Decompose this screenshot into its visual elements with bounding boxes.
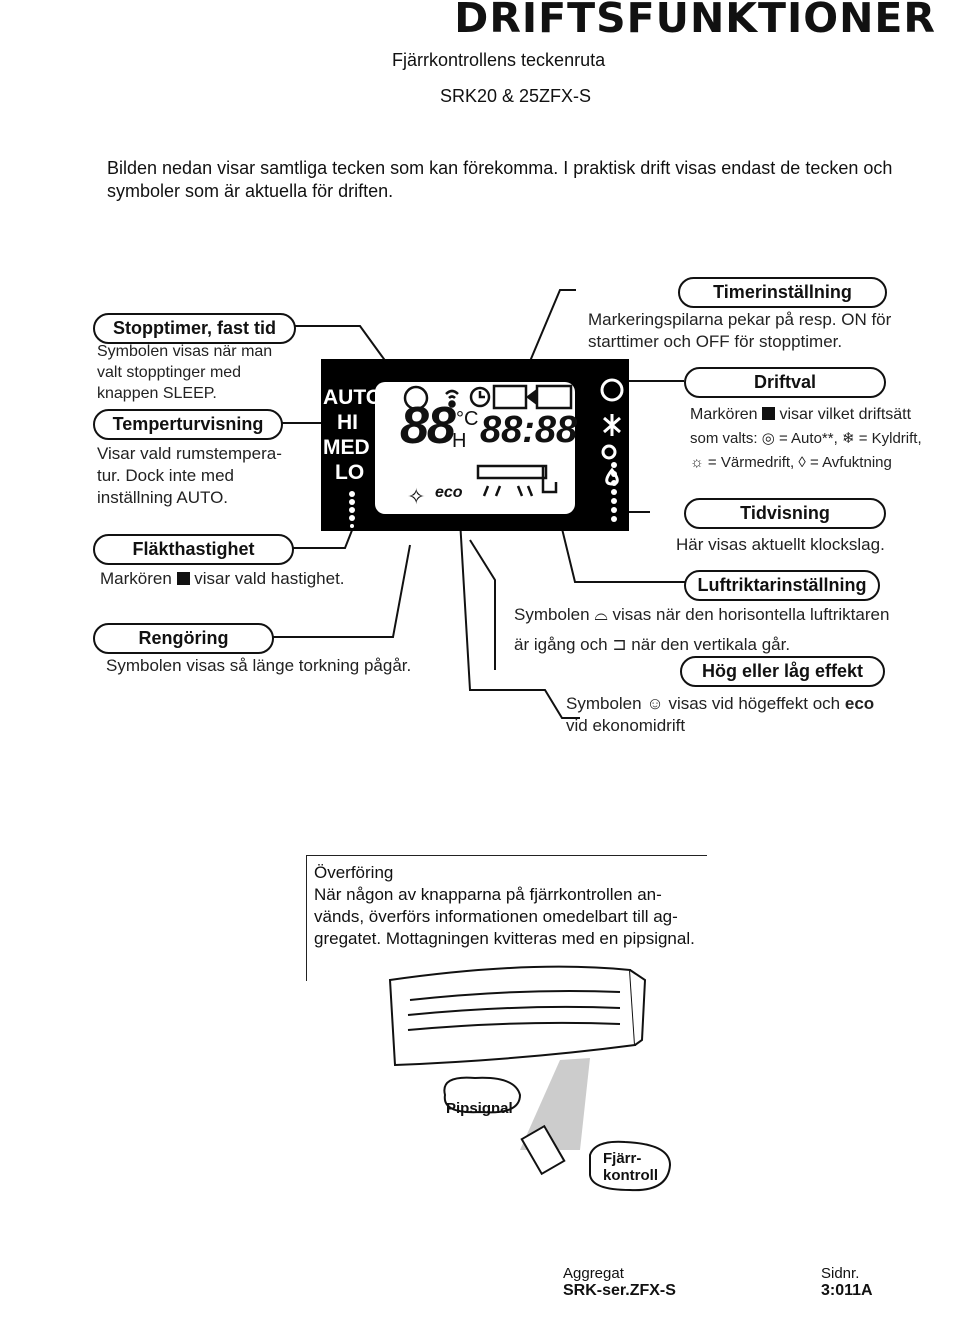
fan-auto-label: AUTO: [323, 386, 383, 409]
model-name: SRK20 & 25ZFX-S: [440, 86, 592, 106]
rengoring-label: Rengöring: [93, 623, 274, 654]
temperatur-label: Temperturvisning: [93, 409, 283, 440]
h-label: H: [452, 430, 467, 452]
off-box: [535, 384, 573, 410]
dry-mode-icon: [605, 467, 619, 486]
vertical-louver-icon: ⊐: [612, 635, 627, 654]
page-title: DRIFTSFUNKTIONER: [454, 0, 936, 42]
signal-icon: [445, 389, 459, 399]
stopptimer-label: Stopptimer, fast tid: [93, 313, 296, 344]
pipsignal-label: Pipsignal: [446, 1100, 513, 1117]
page-subtitle: Fjärrkontrollens teckenruta: [392, 50, 606, 70]
tid-label: Tidvisning: [684, 498, 886, 529]
driftval-text: Markören visar vilket driftsätt som valt…: [690, 406, 922, 471]
fan-hi-label: HI: [337, 411, 358, 434]
rengoring-text: Symbolen visas så länge torkning pågår.: [106, 656, 412, 675]
clock-icon: [469, 386, 491, 408]
high-power-icon: ☺: [646, 694, 664, 713]
timer-text: Markeringspilarna pekar på resp. ON för …: [588, 310, 892, 351]
dry-icon: ◊: [798, 454, 806, 471]
timer-label: Timerinställning: [678, 277, 887, 308]
heat-mode-icon: [601, 444, 617, 460]
ac-unit-illustration: [388, 965, 672, 1192]
flakt-label: Fläkthastighet: [93, 534, 294, 565]
fan-dots-left: [349, 491, 355, 528]
cursor-square-icon: [176, 572, 190, 585]
time-digits: 88:88: [480, 409, 578, 451]
footer-sidnr: Sidnr. 3:011A: [821, 1265, 873, 1300]
aggregat-value: SRK-ser.ZFX-S: [563, 1282, 676, 1299]
auto-icon: ◎: [761, 430, 775, 447]
temp-digits: 88: [400, 397, 456, 455]
temperatur-text: Visar vald rumstempera­tur. Dock inte me…: [97, 444, 282, 507]
sidnr-label: Sidnr.: [821, 1265, 860, 1282]
heat-icon: ☼: [690, 454, 704, 471]
fan-lo-label: LO: [335, 461, 365, 484]
effekt-label: Hög eller låg effekt: [680, 656, 885, 687]
on-box: [492, 384, 528, 410]
lcd-symbols: [403, 384, 573, 497]
sidnr-value: 3:011A: [821, 1282, 873, 1299]
luft-label: Luftriktarinställning: [684, 570, 880, 601]
auto-mode-icon: [600, 378, 624, 402]
fan-speed-labels: AUTO HI MED LO: [323, 385, 382, 485]
cursor-square-icon: [762, 407, 776, 420]
driftval-label: Driftval: [684, 367, 886, 398]
overforing-body: När någon av knapparna på fjärrkontrolle…: [314, 885, 695, 948]
sleep-face-icon: [403, 385, 429, 411]
overforing-box: [306, 855, 707, 981]
cool-icon: ❄: [841, 430, 855, 447]
eco-label: eco: [435, 484, 463, 501]
louver-icon: [476, 464, 548, 480]
fjarrkontroll-label: Fjärr- kontroll: [603, 1150, 658, 1184]
cool-mode-icon: [603, 414, 621, 436]
tid-text: Här visas aktuellt klockslag.: [676, 535, 885, 554]
luft-text: Symbolen ⌓ visas när den horisontella lu…: [514, 605, 890, 654]
overforing-title: Överföring: [314, 863, 394, 882]
vertical-louver-icon: [541, 466, 558, 494]
stopptimer-text: Symbolen visas när man valt stopptinger …: [97, 343, 273, 402]
celsius-label: °C: [456, 408, 479, 430]
horizontal-louver-icon: ⌓: [594, 605, 608, 624]
effekt-text: Symbolen ☺ visas vid högeffekt och eco v…: [566, 694, 875, 735]
footer-aggregat: Aggregat SRK-ser.ZFX-S: [563, 1265, 676, 1300]
clean-icon: ✧: [407, 484, 426, 509]
eco-icon: eco: [844, 694, 875, 713]
overforing-text: Överföring När någon av knapparna på fjä…: [314, 862, 704, 950]
mode-icons: [600, 378, 624, 486]
intro-text: Bilden nedan visar samtliga tecken som k…: [107, 158, 893, 201]
flakt-text: Markören visar vald hastighet.: [100, 569, 345, 588]
aggregat-label: Aggregat: [563, 1265, 624, 1282]
fan-med-label: MED: [323, 436, 370, 459]
